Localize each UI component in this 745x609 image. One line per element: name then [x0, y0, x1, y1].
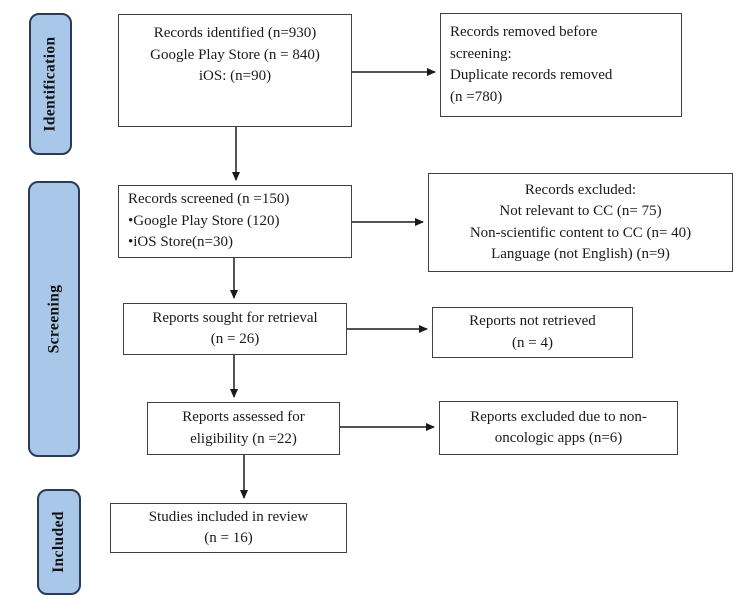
stage-label-identification-text: Identification	[41, 36, 59, 132]
box-studies-included: Studies included in review (n = 16)	[110, 503, 347, 553]
box-reports-excluded-non-oncologic: Reports excluded due to non- oncologic a…	[439, 401, 678, 455]
box-text-line: •Google Play Store (120)	[128, 212, 280, 229]
stage-label-screening: Screening	[28, 181, 80, 457]
box-text-line: screening:	[450, 45, 512, 62]
box-text-line: Reports assessed for	[182, 409, 305, 425]
box-text-line: Records excluded:	[524, 181, 637, 198]
box-text-line: eligibility (n =22)	[190, 430, 297, 447]
box-text-line: Records screened (n =150)	[128, 191, 290, 208]
box-text-line: Google Play Store (n = 840)	[150, 46, 320, 63]
box-text-line: Language (not English) (n=9)	[491, 246, 670, 262]
box-records-removed: Records removed before screening: Duplic…	[440, 13, 682, 117]
box-records-identified: Records identified (n=930) Google Play S…	[118, 14, 352, 127]
stage-label-included: Included	[37, 489, 81, 595]
box-text-line: Reports sought for retrieval	[152, 309, 318, 326]
box-text-line: Studies included in review	[148, 508, 309, 525]
box-text-line: Not relevant to CC (n= 75)	[499, 203, 662, 219]
box-records-excluded: Records excluded: Not relevant to CC (n=…	[428, 173, 733, 272]
stage-label-identification: Identification	[29, 13, 72, 155]
stage-label-screening-text: Screening	[45, 284, 63, 354]
box-text-line: Records identified (n=930)	[153, 25, 317, 41]
box-text-line: iOS: (n=90)	[198, 68, 272, 84]
box-text-line: oncologic apps (n=6)	[494, 430, 623, 446]
box-text-line: Reports not retrieved	[469, 313, 596, 329]
box-reports-assessed: Reports assessed for eligibility (n =22)	[147, 402, 340, 455]
box-text-line: (n = 4)	[512, 334, 553, 351]
box-reports-sought: Reports sought for retrieval (n = 26)	[123, 303, 347, 355]
box-reports-not-retrieved: Reports not retrieved (n = 4)	[432, 307, 633, 358]
stage-label-included-text: Included	[50, 511, 67, 573]
box-records-screened: Records screened (n =150) •Google Play S…	[118, 185, 352, 258]
box-text-line: (n = 26)	[210, 331, 260, 347]
box-text-line: (n =780)	[450, 88, 503, 105]
box-text-line: Records removed before	[450, 24, 598, 40]
box-text-line: (n = 16)	[204, 530, 253, 546]
box-text-line: Reports excluded due to non-	[470, 408, 647, 425]
box-text-line: Non-scientific content to CC (n= 40)	[469, 224, 692, 241]
box-text-line: •iOS Store(n=30)	[128, 234, 233, 251]
box-text-line: Duplicate records removed	[450, 67, 613, 83]
